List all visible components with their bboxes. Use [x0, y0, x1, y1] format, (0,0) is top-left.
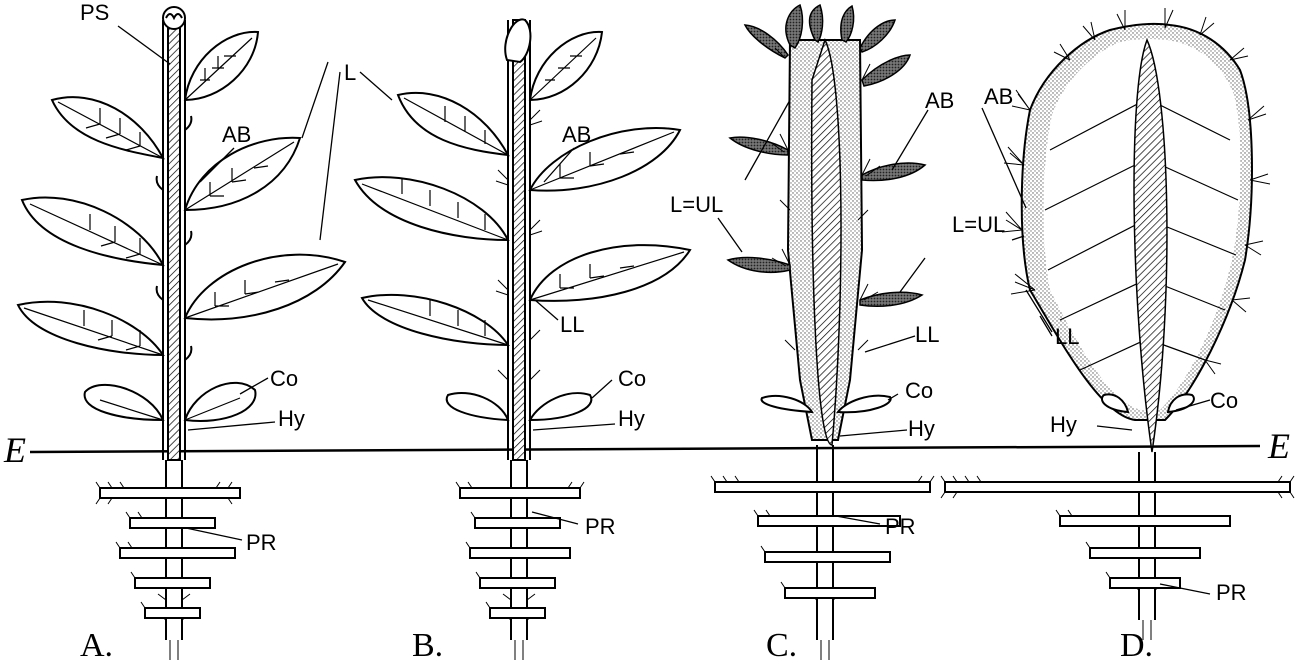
- ground-line: [30, 446, 1260, 452]
- panel-a-label-hy: Hy: [278, 406, 305, 431]
- panel-a-label-l: L: [344, 60, 356, 85]
- panel-d-letter: D.: [1120, 627, 1153, 664]
- panel-d-label-lul: L=UL: [952, 212, 1005, 237]
- panel-c-label-ll: LL: [915, 322, 939, 347]
- panel-a-letter: A.: [80, 627, 113, 664]
- panel-d-label-hy: Hy: [1050, 412, 1077, 437]
- panel-d-label-ab: AB: [984, 84, 1013, 109]
- panel-b-letter: B.: [412, 627, 443, 664]
- panel-b-label-hy: Hy: [618, 406, 645, 431]
- panel-b-label-co: Co: [618, 366, 646, 391]
- panel-d-label-co: Co: [1210, 388, 1238, 413]
- panel-a-label-ps: PS: [80, 0, 109, 25]
- panel-c: AB L=UL LL Co Hy PR C.: [670, 5, 954, 664]
- panel-c-label-lul: L=UL: [670, 192, 723, 217]
- panel-a: PS AB L Co Hy PR A.: [18, 0, 392, 664]
- ground-label-right: E: [1267, 426, 1290, 466]
- panel-b: AB LL Co Hy PR B.: [355, 19, 690, 664]
- panel-c-letter: C.: [766, 627, 797, 664]
- panel-c-label-ab: AB: [925, 88, 954, 113]
- panel-a-label-pr: PR: [246, 530, 277, 555]
- panel-b-label-ab: AB: [562, 122, 591, 147]
- panel-b-label-ll: LL: [560, 312, 584, 337]
- panel-d-label-ll: LL: [1055, 324, 1079, 349]
- panel-a-stem: [168, 20, 180, 460]
- panel-b-label-pr: PR: [585, 514, 616, 539]
- panel-b-stem: [513, 20, 525, 460]
- panel-a-label-ab: AB: [222, 122, 251, 147]
- ground-label-left: E: [3, 430, 26, 470]
- panel-a-label-co: Co: [270, 366, 298, 391]
- panel-c-label-co: Co: [905, 378, 933, 403]
- panel-d-label-pr: PR: [1216, 580, 1247, 605]
- panel-c-label-pr: PR: [885, 514, 916, 539]
- panel-c-label-hy: Hy: [908, 416, 935, 441]
- panel-d: AB L=UL LL Co Hy PR D.: [941, 8, 1294, 664]
